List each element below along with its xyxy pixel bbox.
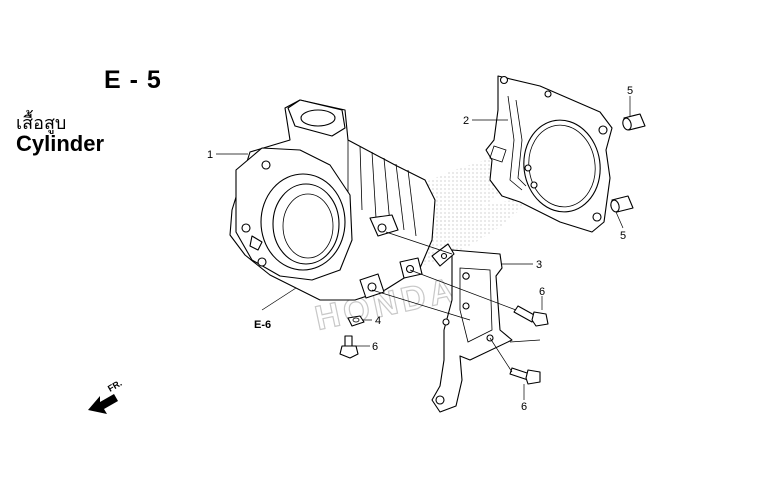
dowel-pin-upper [622, 113, 646, 131]
callout-6-left: 6 [372, 341, 378, 353]
bracket [431, 243, 513, 413]
dowel-pin-lower [610, 195, 634, 213]
callout-5-lower: 5 [620, 230, 626, 242]
flange-bolt-lower-right [509, 367, 541, 385]
cylinder-body [229, 99, 436, 301]
callout-2: 2 [463, 115, 469, 127]
callout-5-upper: 5 [627, 85, 633, 97]
front-direction-label: FR. [106, 378, 124, 394]
callout-6-right: 6 [539, 286, 545, 298]
title-thai: เสื้อสูบ [16, 113, 67, 134]
reference-e6: E-6 [254, 319, 271, 331]
leader-lines [216, 96, 631, 400]
washer-nut [347, 315, 365, 327]
flange-bolt-left [339, 335, 359, 359]
page-title: Cylinder [16, 131, 105, 156]
callout-3: 3 [536, 259, 542, 271]
callout-4: 4 [375, 315, 381, 327]
front-direction-arrow: FR. [88, 378, 124, 414]
flange-bolt-right [513, 305, 549, 327]
cylinder-gasket [485, 75, 613, 233]
callout-1: 1 [207, 149, 213, 161]
callout-6-lower: 6 [521, 401, 527, 413]
page-code: E - 5 [104, 66, 162, 94]
